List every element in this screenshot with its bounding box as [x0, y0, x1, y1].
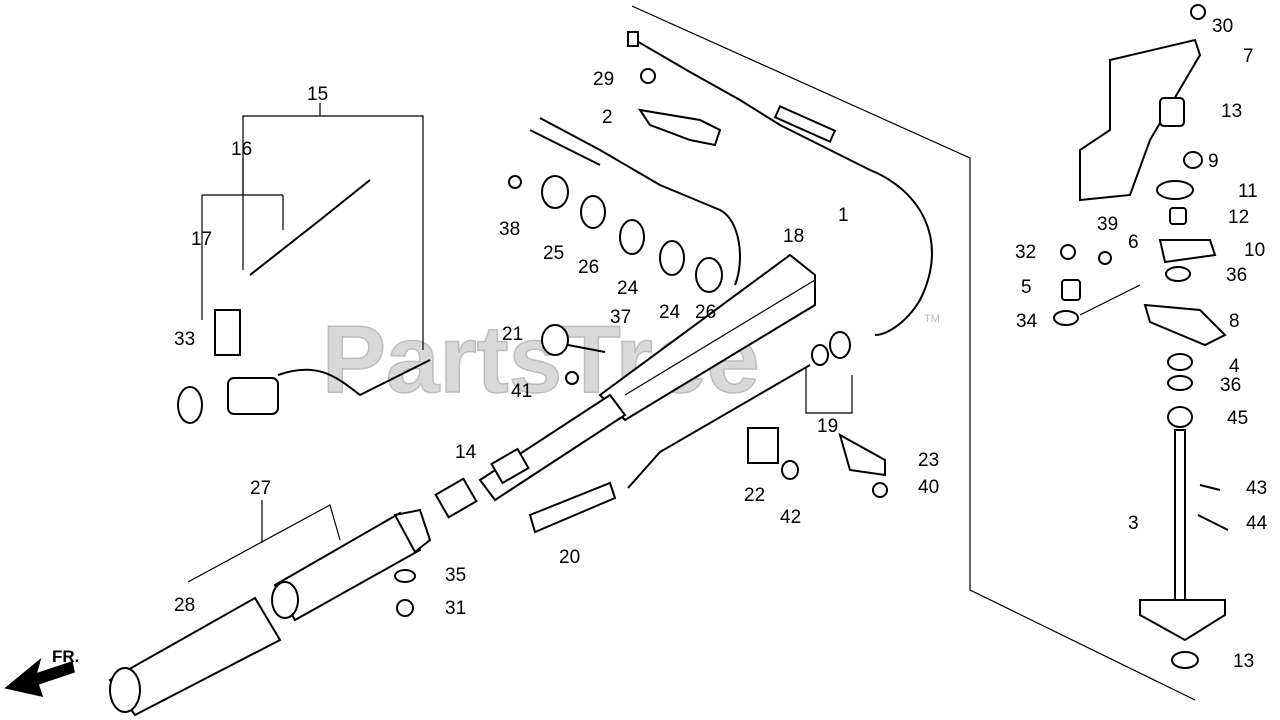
bracket-23: [838, 432, 886, 477]
callout-c20: 20: [559, 547, 580, 568]
watermark-tm: TM: [924, 313, 940, 325]
assembly-frame: [631, 5, 1196, 701]
callout-c21: 21: [502, 324, 523, 345]
friction-knob: [541, 324, 606, 356]
bolt-41: [565, 371, 579, 385]
callout-c15: 15: [307, 84, 328, 105]
washer-26b: [695, 257, 723, 293]
callout-c31: 31: [445, 598, 466, 619]
callout-c11: 11: [1238, 181, 1258, 202]
callout-c40: 40: [918, 477, 939, 498]
throttle-grip-part: [434, 447, 530, 519]
callout-c39: 39: [1097, 214, 1118, 235]
washer-34: [1053, 310, 1079, 326]
wire-harness: [529, 117, 741, 286]
washer-36a: [1165, 266, 1191, 282]
stop-switch: [214, 179, 431, 415]
callout-c35: 35: [445, 565, 466, 586]
grip: [108, 596, 282, 717]
callout-c37: 37: [610, 307, 631, 328]
link-rod: [627, 331, 851, 489]
group-bracket-15-16-17: [201, 103, 424, 350]
callout-c24a: 24: [617, 278, 639, 299]
callout-c1: 1: [838, 205, 849, 226]
callout-c38: 38: [499, 219, 520, 240]
callout-c6: 6: [1128, 232, 1139, 253]
callout-c44: 44: [1246, 513, 1268, 534]
callout-c9: 9: [1208, 151, 1219, 172]
callout-c34: 34: [1016, 311, 1038, 332]
bolt-31: [396, 599, 414, 617]
callout-c26b: 26: [695, 302, 716, 323]
callout-c5: 5: [1021, 277, 1032, 298]
callout-c12: 12: [1228, 207, 1249, 228]
front-direction-arrow: FR.: [4, 647, 79, 698]
group-bracket-27: [187, 500, 341, 583]
callout-c7: 7: [1243, 46, 1254, 67]
bolt-32: [1060, 244, 1076, 260]
bracket-2: [637, 108, 722, 147]
callout-c27: 27: [250, 478, 271, 499]
callout-c41: 41: [511, 381, 532, 402]
bolt-39: [1098, 251, 1112, 265]
callout-c2: 2: [602, 107, 613, 128]
bolt-30: [1190, 4, 1206, 20]
callout-c19: 19: [817, 416, 838, 437]
callout-c4: 4: [1229, 356, 1240, 377]
washer-26a: [580, 195, 606, 229]
callout-c17: 17: [191, 229, 212, 250]
callout-c24b: 24: [659, 302, 681, 323]
washer-35: [394, 569, 416, 583]
callout-c14: 14: [455, 442, 477, 463]
callout-c16: 16: [231, 139, 252, 160]
shift-shaft-assembly: [1061, 38, 1229, 669]
callout-c8: 8: [1229, 311, 1240, 332]
callout-c3: 3: [1128, 513, 1139, 534]
callout-c32: 32: [1015, 242, 1036, 263]
callout-c43: 43: [1246, 478, 1267, 499]
callout-c29: 29: [593, 69, 614, 90]
callout-c45: 45: [1227, 408, 1248, 429]
direction-label: FR.: [52, 647, 79, 666]
bolt-38: [508, 175, 522, 189]
callout-c25: 25: [543, 243, 564, 264]
callout-c10: 10: [1244, 240, 1265, 261]
clamp-22: [747, 427, 779, 464]
callout-c36a: 36: [1226, 265, 1247, 286]
callout-c23: 23: [918, 450, 939, 471]
nut-42: [781, 460, 799, 480]
callout-c42: 42: [780, 507, 801, 528]
plate-25: [541, 175, 569, 209]
callout-c30: 30: [1212, 16, 1233, 37]
callout-c33: 33: [174, 329, 195, 350]
callout-c18: 18: [783, 226, 804, 247]
callout-labels: 3071391112103684364543443133253439615161…: [174, 16, 1268, 672]
callout-c28: 28: [174, 595, 195, 616]
bolt-29: [640, 68, 656, 84]
rod-20: [528, 481, 617, 534]
nut-33: [177, 386, 203, 424]
callout-c13a: 13: [1221, 101, 1242, 122]
group-bracket-19: [805, 368, 853, 414]
throttle-cable: [627, 31, 933, 336]
washer-24a: [619, 219, 645, 255]
bolt-40: [872, 482, 888, 498]
washer-24b: [659, 240, 685, 276]
callout-c26a: 26: [578, 257, 599, 278]
sleeve: [271, 508, 432, 622]
washer-36b: [1167, 375, 1193, 391]
callout-c36b: 36: [1220, 375, 1241, 396]
callout-c22: 22: [744, 485, 765, 506]
group-bracket-8: [1079, 284, 1141, 316]
callout-c13b: 13: [1233, 651, 1254, 672]
